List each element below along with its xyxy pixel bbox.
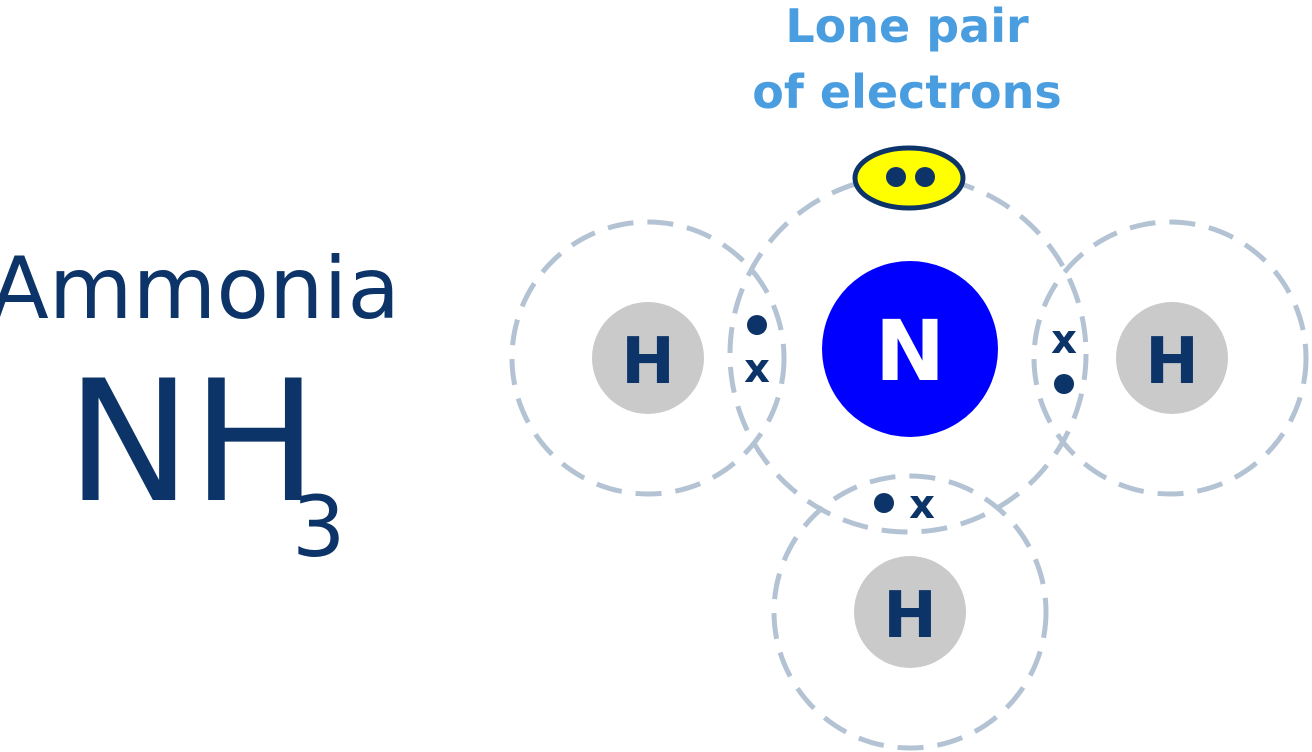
formula-subscript: 3 (292, 478, 345, 576)
hydrogen-left-shell (509, 219, 787, 497)
lone-pair-electron-2 (915, 167, 935, 187)
lone-pair-highlight (852, 145, 966, 211)
hydrogen-right-atom (1116, 302, 1228, 414)
nitrogen-label: N (875, 302, 945, 400)
molecule-formula: NH (66, 344, 318, 540)
bond-right-cross-electron: x (1051, 317, 1077, 363)
bond-left-dot-electron (747, 315, 767, 335)
bond-bottom-dot-electron (874, 493, 894, 513)
hydrogen-bottom-label: H (883, 579, 937, 653)
hydrogen-left-label: H (621, 325, 675, 399)
electron-shells (509, 173, 1309, 751)
hydrogen-right-label: H (1145, 325, 1199, 399)
lone-pair-electron-1 (886, 167, 906, 187)
hydrogen-bottom-shell (771, 473, 1049, 751)
nitrogen-atom (822, 261, 998, 437)
bond-left-cross-electron: x (744, 346, 770, 392)
nitrogen-shell (727, 173, 1089, 535)
bond-bottom-cross-electron: x (909, 482, 935, 528)
lone-pair-annotation-line2: of electrons (752, 65, 1061, 119)
bond-right-dot-electron (1054, 374, 1074, 394)
hydrogen-left-atom (592, 302, 704, 414)
hydrogen-bottom-atom (854, 556, 966, 668)
hydrogen-right-shell (1031, 219, 1309, 497)
lone-pair-annotation-line1: Lone pair (785, 0, 1029, 53)
molecule-name: Ammonia (0, 239, 400, 339)
